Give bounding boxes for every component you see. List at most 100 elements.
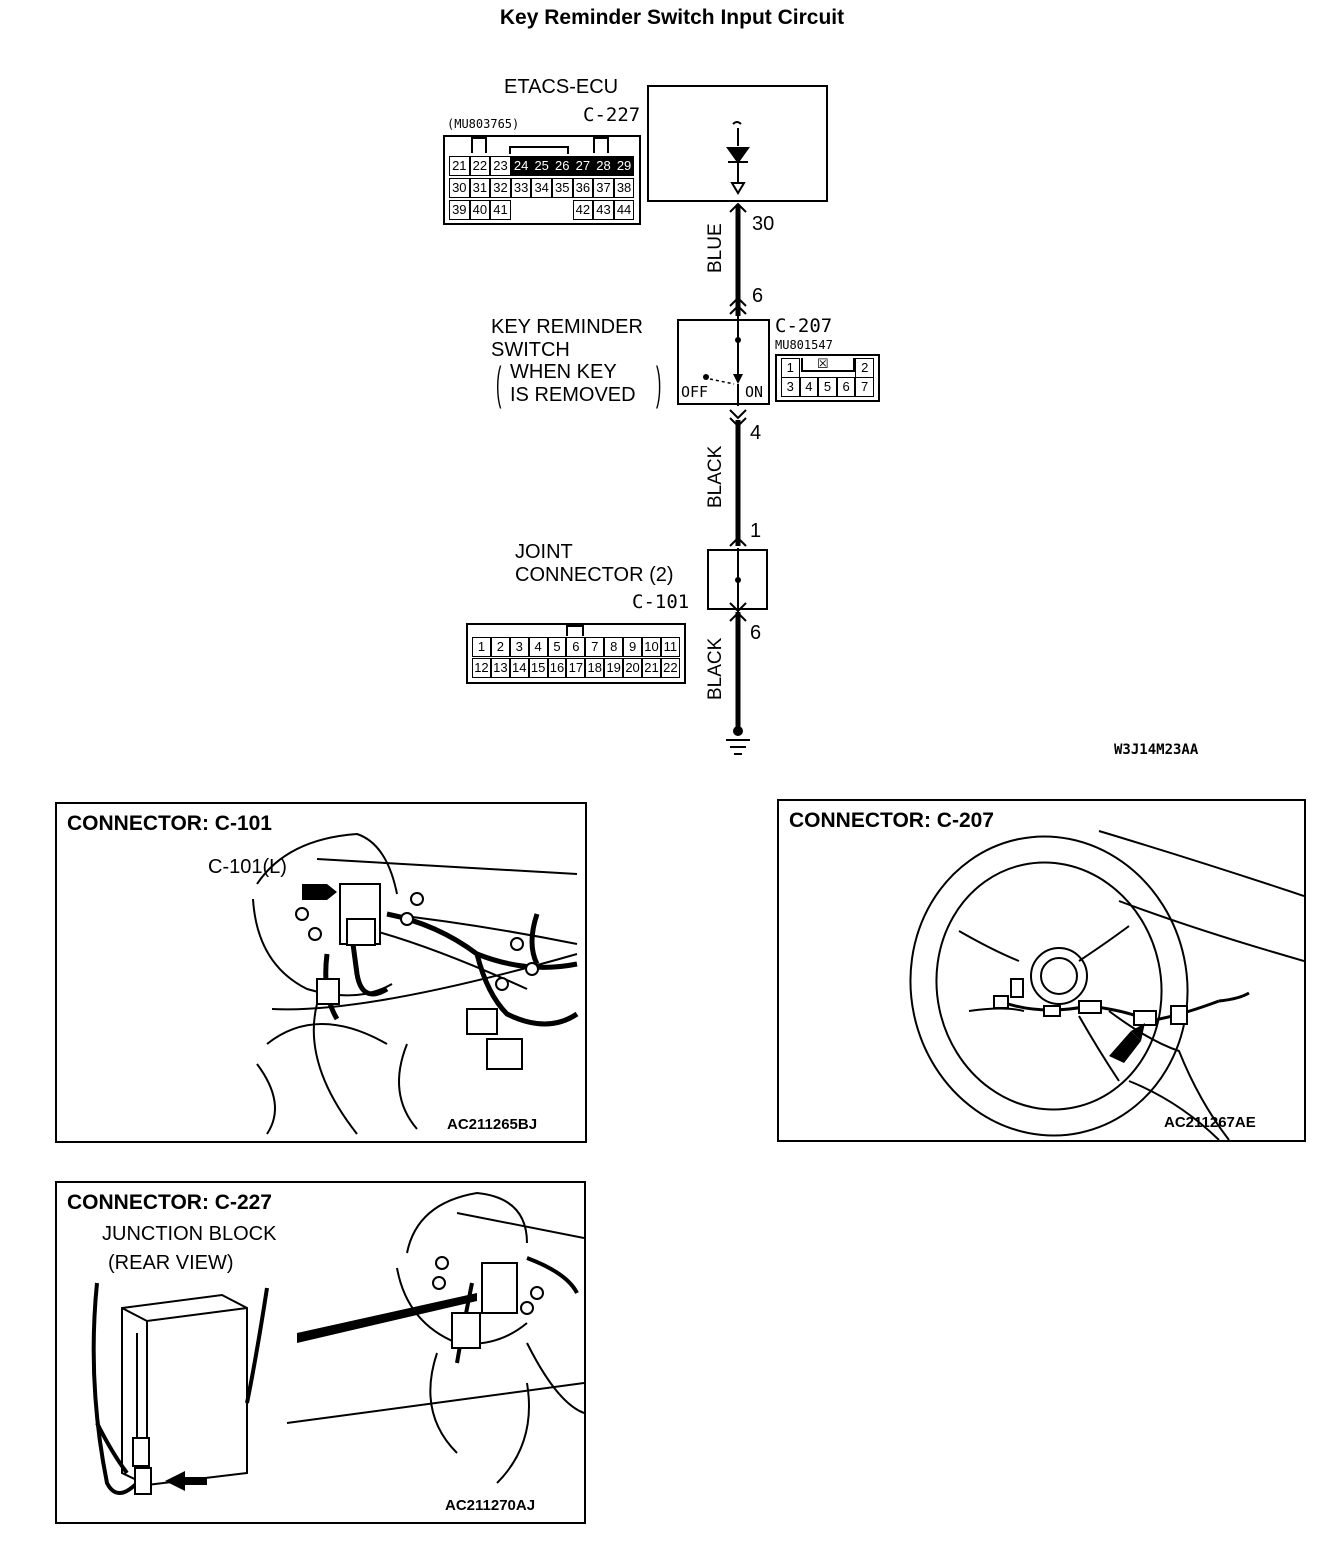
connector-pin: 8 — [604, 637, 624, 657]
panel-connector-c227: CONNECTOR: C-227 JUNCTION BLOCK (REAR VI… — [55, 1181, 586, 1524]
joint-connector-id: C-101 — [632, 591, 690, 613]
connector-pin: 21 — [642, 658, 661, 678]
connector-pin: 25 — [531, 156, 552, 176]
connector-pin: 3 — [509, 637, 529, 657]
connector-pin: 13 — [490, 658, 510, 678]
connector-pin: 43 — [593, 200, 614, 220]
connector-pin: 10 — [642, 637, 661, 657]
etacs-name: ETACS-ECU — [504, 76, 619, 98]
steering-wheel-illustration — [909, 830, 1304, 1140]
panel-c101-code: AC211265BJ — [447, 1116, 538, 1133]
panel-c207-code: AC211267AE — [1164, 1114, 1256, 1131]
pin-switch-6: 6 — [752, 285, 764, 307]
switch-cross-icon: ☒ — [817, 356, 829, 371]
connector-pin: 28 — [593, 156, 614, 176]
panel-connector-c101: CONNECTOR: C-101 C-101(L) — [55, 802, 587, 1143]
wire-color-blue: BLUE — [705, 223, 726, 273]
connector-pin: 26 — [551, 156, 573, 176]
connector-pin: 7 — [855, 377, 874, 397]
panel-c227-label-2: (REAR VIEW) — [108, 1252, 234, 1274]
connector-pin: 32 — [490, 178, 511, 198]
connector-pin: 17 — [566, 658, 586, 678]
dashboard-harness-illustration — [252, 832, 579, 1135]
panel-c227-title: CONNECTOR: C-227 — [67, 1191, 272, 1214]
diagram-code: W3J14M23AA — [1114, 742, 1199, 758]
connector-pin: 9 — [623, 637, 643, 657]
connector-pin: 6 — [836, 377, 856, 397]
pin-switch-4: 4 — [750, 422, 762, 444]
connector-pin: 27 — [572, 156, 594, 176]
connector-pin: 12 — [472, 658, 491, 678]
connector-pin: 4 — [528, 637, 548, 657]
connector-pin: 3 — [781, 377, 800, 397]
etacs-diode-symbol — [726, 121, 750, 195]
joint-label-2: CONNECTOR (2) — [515, 564, 674, 586]
etacs-latch-right — [593, 137, 609, 153]
switch-key — [801, 358, 855, 372]
connector-pin: 19 — [604, 658, 624, 678]
connector-pin: 41 — [490, 200, 511, 220]
joint-latch — [566, 625, 584, 636]
pin-joint-1: 1 — [750, 520, 762, 542]
connector-pin: 4 — [799, 377, 819, 397]
joint-label-1: JOINT — [515, 541, 573, 563]
panel-c227-label-1: JUNCTION BLOCK — [102, 1223, 277, 1245]
panel-c101-title: CONNECTOR: C-101 — [67, 812, 272, 835]
connector-pin: 23 — [490, 156, 511, 176]
switch-condition-2: IS REMOVED — [510, 384, 636, 406]
ground-symbol — [726, 726, 750, 755]
connector-pin: 35 — [551, 178, 573, 198]
connector-pin: 22 — [469, 156, 491, 176]
switch-off-label: OFF — [681, 383, 709, 401]
switch-condition-1: WHEN KEY — [510, 361, 617, 383]
connector-pin: 22 — [660, 658, 680, 678]
connector-pin: 40 — [469, 200, 491, 220]
connector-pin: 37 — [593, 178, 614, 198]
etacs-connector-id: C-227 — [583, 104, 641, 126]
etacs-latch-left — [471, 137, 487, 153]
connector-pin: 20 — [623, 658, 643, 678]
panel-c207-title: CONNECTOR: C-207 — [789, 809, 994, 832]
connector-pin: 34 — [531, 178, 552, 198]
connector-pin: 16 — [547, 658, 567, 678]
switch-box — [677, 319, 770, 405]
connector-pin: 39 — [449, 200, 470, 220]
connector-pin: 14 — [509, 658, 529, 678]
connector-pin: 29 — [613, 156, 635, 176]
connector-pin: 21 — [449, 156, 470, 176]
connector-pin: 5 — [818, 377, 837, 397]
connector-pin: 6 — [566, 637, 586, 657]
connector-pin: 36 — [572, 178, 594, 198]
circuit-wiring — [647, 85, 828, 755]
switch-part-number: MU801547 — [775, 338, 833, 352]
etacs-ecu-box — [647, 85, 828, 202]
connector-pin: 15 — [528, 658, 548, 678]
connector-pin: 11 — [660, 637, 680, 657]
connector-pin: 18 — [585, 658, 605, 678]
connector-pin: 38 — [613, 178, 635, 198]
switch-label-2: SWITCH — [491, 339, 570, 361]
connector-pin: 30 — [449, 178, 470, 198]
connector-pin: 2 — [855, 358, 874, 378]
switch-label-1: KEY REMINDER — [491, 316, 643, 338]
connector-pin: 2 — [490, 637, 510, 657]
connector-pin: 1 — [472, 637, 491, 657]
wire-color-black-2: BLACK — [705, 637, 726, 700]
connector-pin: 33 — [510, 178, 532, 198]
switch-on-label: ON — [745, 383, 764, 401]
connector-pin: 5 — [547, 637, 567, 657]
connector-pin: 7 — [585, 637, 605, 657]
pin-joint-6: 6 — [750, 622, 762, 644]
connector-pin: 31 — [469, 178, 491, 198]
panel-c227-code: AC211270AJ — [445, 1497, 536, 1514]
connector-pin: 1 — [781, 358, 800, 378]
connector-pin: 44 — [613, 200, 635, 220]
switch-connector-id: C-207 — [775, 315, 833, 337]
pin-etacs-30: 30 — [752, 213, 775, 235]
etacs-part-number: (MU803765) — [447, 117, 520, 131]
connector-pin: 24 — [510, 156, 532, 176]
etacs-key — [509, 146, 569, 154]
